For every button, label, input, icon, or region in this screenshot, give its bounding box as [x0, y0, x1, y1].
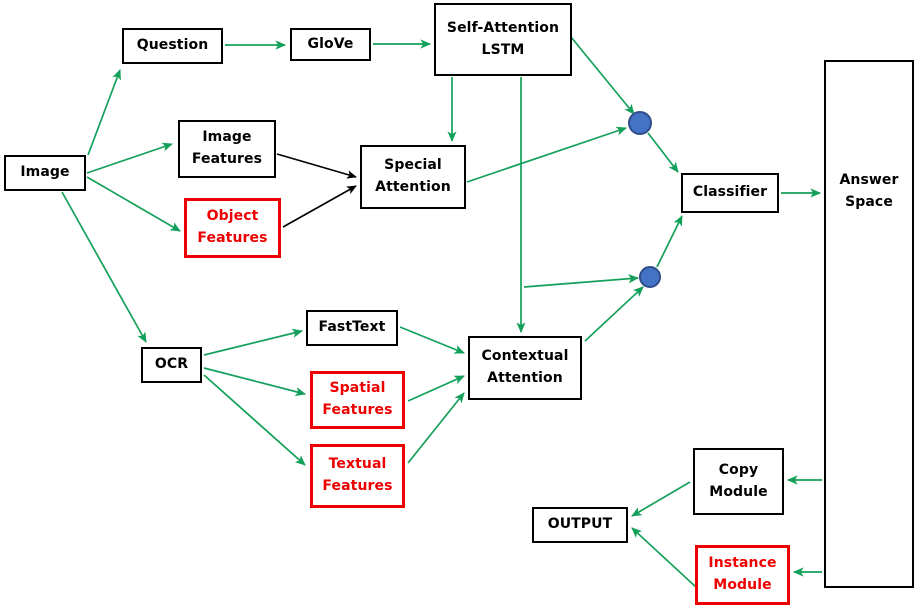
node-label-secondary: LSTM	[481, 41, 525, 58]
node-label-secondary: Features	[191, 151, 263, 167]
node-label-primary: Question	[136, 37, 209, 54]
edge-image-to-question	[87, 69, 121, 156]
edge-ocr-to-spatial	[203, 367, 306, 397]
edge-textual-to-contextual	[407, 392, 465, 464]
edge-ocr-to-fasttext	[203, 328, 303, 356]
node-label-secondary: Attention	[487, 370, 563, 386]
node-label-primary: GloVe	[307, 35, 354, 52]
node-label-primary: Image	[202, 129, 252, 146]
node-label-primary: Textual	[328, 456, 387, 473]
node-label-primary: Copy	[718, 461, 759, 478]
node-glove[interactable]: GloVe	[290, 28, 371, 61]
node-output[interactable]: OUTPUT	[532, 507, 628, 543]
edge-object-features-to-special	[282, 185, 357, 228]
edge-copy-to-output	[631, 481, 691, 517]
fusion-junction-top[interactable]	[628, 111, 652, 135]
node-label-primary: Answer	[839, 172, 899, 188]
node-label-secondary: Features	[322, 478, 393, 494]
node-classifier[interactable]: Classifier	[681, 173, 779, 213]
node-label-primary: Instance	[708, 555, 777, 572]
edge-lstm-branch-to-junction2	[523, 274, 640, 288]
node-label-primary: FastText	[318, 319, 386, 336]
node-fasttext[interactable]: FastText	[306, 310, 398, 346]
edge-image-features-to-special	[276, 153, 357, 179]
node-label-primary: Self-Attention	[446, 19, 560, 36]
node-label-primary: Contextual	[481, 348, 569, 365]
edge-image-to-object-features	[86, 176, 181, 232]
node-label-primary: Object	[206, 208, 259, 225]
edge-ocr-to-textual	[203, 374, 306, 466]
edge-fasttext-to-contextual	[399, 326, 465, 354]
node-label-primary: Special	[384, 157, 442, 174]
node-label-secondary: Features	[197, 230, 268, 246]
node-label-primary: Classifier	[692, 184, 768, 201]
edge-instance-to-output	[631, 527, 698, 589]
node-label-secondary: Space	[845, 193, 893, 210]
node-image[interactable]: Image	[4, 155, 86, 191]
edge-contextual-to-junction2	[584, 286, 644, 342]
edge-self-attention-to-junction1	[570, 36, 635, 115]
edge-special-to-junction1	[466, 126, 627, 183]
node-label-secondary: Module	[713, 577, 772, 593]
edge-image-to-image-features	[86, 142, 173, 174]
node-label-primary: Image	[20, 164, 70, 181]
node-label-secondary: Attention	[375, 179, 451, 195]
edge-image-to-ocr	[61, 191, 147, 343]
node-question[interactable]: Question	[122, 28, 223, 64]
fusion-junction-bottom[interactable]	[639, 266, 661, 288]
node-label-secondary: Features	[322, 402, 393, 418]
node-label-primary: OCR	[154, 356, 189, 373]
edge-junction1-to-classifier	[647, 132, 679, 173]
node-ocr[interactable]: OCR	[141, 347, 202, 383]
node-label-primary: OUTPUT	[547, 516, 613, 533]
edge-spatial-to-contextual	[407, 375, 465, 402]
edge-junction2-to-classifier	[656, 215, 683, 268]
node-label-secondary: Module	[709, 483, 768, 500]
node-label-primary: Spatial	[329, 380, 386, 397]
